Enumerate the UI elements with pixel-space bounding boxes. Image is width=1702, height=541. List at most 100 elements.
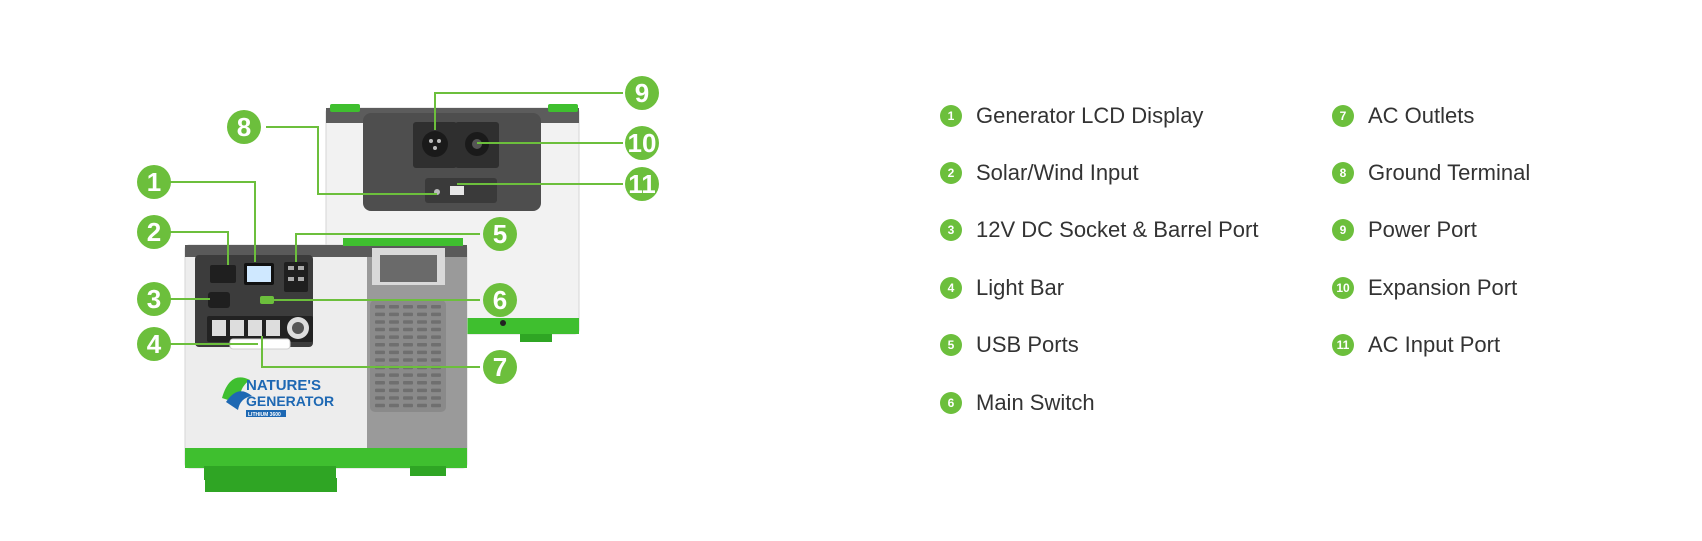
vent-slot (375, 350, 385, 355)
vent-slot (389, 373, 399, 377)
vent-slot (389, 350, 399, 355)
vent-slot (417, 305, 427, 309)
vent-slot (375, 305, 385, 309)
callout-marker-8: 8 (227, 110, 261, 144)
vent-slot (389, 327, 399, 332)
legend-item-7: 7 AC Outlets (1332, 100, 1474, 132)
leader-line-7 (261, 336, 480, 368)
legend-label-9: Power Port (1368, 217, 1477, 242)
vent-slot (389, 358, 399, 362)
vent-slot (389, 396, 399, 400)
legend-badge-3: 3 (940, 219, 962, 241)
vent-slot (431, 373, 441, 377)
vent-slot (389, 343, 399, 347)
nature-logo: NATURE'S GENERATOR LITHIUM 3600 (222, 377, 334, 418)
legend-item-9: 9 Power Port (1332, 214, 1477, 246)
solar-input-socket (210, 265, 236, 283)
legend-label-4: Light Bar (976, 275, 1065, 300)
vent-slot (375, 373, 385, 377)
callout-marker-10: 10 (625, 126, 659, 160)
leader-line-2 (170, 231, 229, 265)
legend-label-3: 12V DC Socket & Barrel Port (976, 217, 1259, 242)
vent-slot (389, 320, 399, 324)
legend-badge-5: 5 (940, 334, 962, 356)
vent-slot (375, 388, 385, 393)
callout-number-11: 11 (628, 169, 656, 199)
vent-slot (403, 388, 413, 393)
callout-number-10: 10 (628, 128, 657, 158)
legend-item-8: 8 Ground Terminal (1332, 157, 1530, 189)
callout-number-2: 2 (147, 217, 161, 247)
callout-number-6: 6 (493, 285, 507, 315)
vent-slot (389, 305, 399, 309)
vent-slot (389, 335, 399, 339)
vent-slot (375, 396, 385, 400)
callout-number-1: 1 (147, 167, 161, 197)
callout-number-5: 5 (493, 219, 507, 249)
legend-label-6: Main Switch (976, 390, 1095, 415)
vent-slot (431, 305, 441, 309)
vent-slot (417, 312, 427, 317)
callout-marker-6: 6 (483, 283, 517, 317)
vent-slot (403, 350, 413, 355)
vent-slot (375, 381, 385, 385)
callout-marker-3: 3 (137, 282, 171, 316)
legend-item-10: 10 Expansion Port (1332, 272, 1517, 304)
leader-line-8 (266, 126, 437, 195)
vent-slot (389, 381, 399, 385)
leader-line-5 (295, 233, 480, 262)
callout-number-8: 8 (237, 112, 251, 142)
vent-slot (389, 312, 399, 317)
vent-slot (403, 373, 413, 377)
callout-marker-7: 7 (483, 350, 517, 384)
vent-slot (403, 327, 413, 332)
leader-line-9 (434, 92, 623, 130)
vent-slot (403, 396, 413, 400)
callout-marker-11: 11 (625, 167, 659, 201)
legend-badge-8: 8 (1332, 162, 1354, 184)
side-vent-grille (370, 300, 446, 412)
vent-slot (417, 320, 427, 324)
legend-label-10: Expansion Port (1368, 275, 1518, 300)
vent-slot (375, 320, 385, 324)
callout-marker-9: 9 (625, 76, 659, 110)
legend-badge-9: 9 (1332, 219, 1354, 241)
vent-slot (417, 358, 427, 362)
vent-slot (431, 327, 441, 332)
vent-slot (403, 381, 413, 385)
vent-slot (431, 403, 441, 408)
leader-line-1 (170, 181, 256, 262)
vent-slot (417, 403, 427, 408)
legend-badge-10: 10 (1332, 277, 1354, 299)
vent-slot (431, 381, 441, 385)
legend-label-5: USB Ports (976, 332, 1079, 357)
usb-ports-panel (284, 262, 308, 292)
legend-label-1: Generator LCD Display (976, 103, 1204, 128)
callout-number-9: 9 (635, 78, 649, 108)
vent-slot (403, 335, 413, 339)
vent-slot (389, 403, 399, 408)
vent-slot (375, 403, 385, 408)
legend-label-7: AC Outlets (1368, 103, 1475, 128)
callout-marker-2: 2 (137, 215, 171, 249)
vent-slot (431, 350, 441, 355)
vent-slot (417, 335, 427, 339)
legend-label-11: AC Input Port (1368, 332, 1501, 357)
legend-label-8: Ground Terminal (1368, 160, 1531, 185)
vent-slot (431, 388, 441, 393)
callout-marker-4: 4 (137, 327, 171, 361)
vent-slot (417, 343, 427, 347)
vent-slot (389, 388, 399, 393)
vent-slot (403, 305, 413, 309)
vent-slot (417, 396, 427, 400)
vent-slot (375, 335, 385, 339)
vent-slot (417, 388, 427, 393)
legend-badge-7: 7 (1332, 105, 1354, 127)
callout-leader-lines (170, 92, 623, 368)
legend-badge-2: 2 (940, 162, 962, 184)
callout-markers: 1 2 3 4 5 6 7 8 9 10 11 (137, 76, 659, 384)
